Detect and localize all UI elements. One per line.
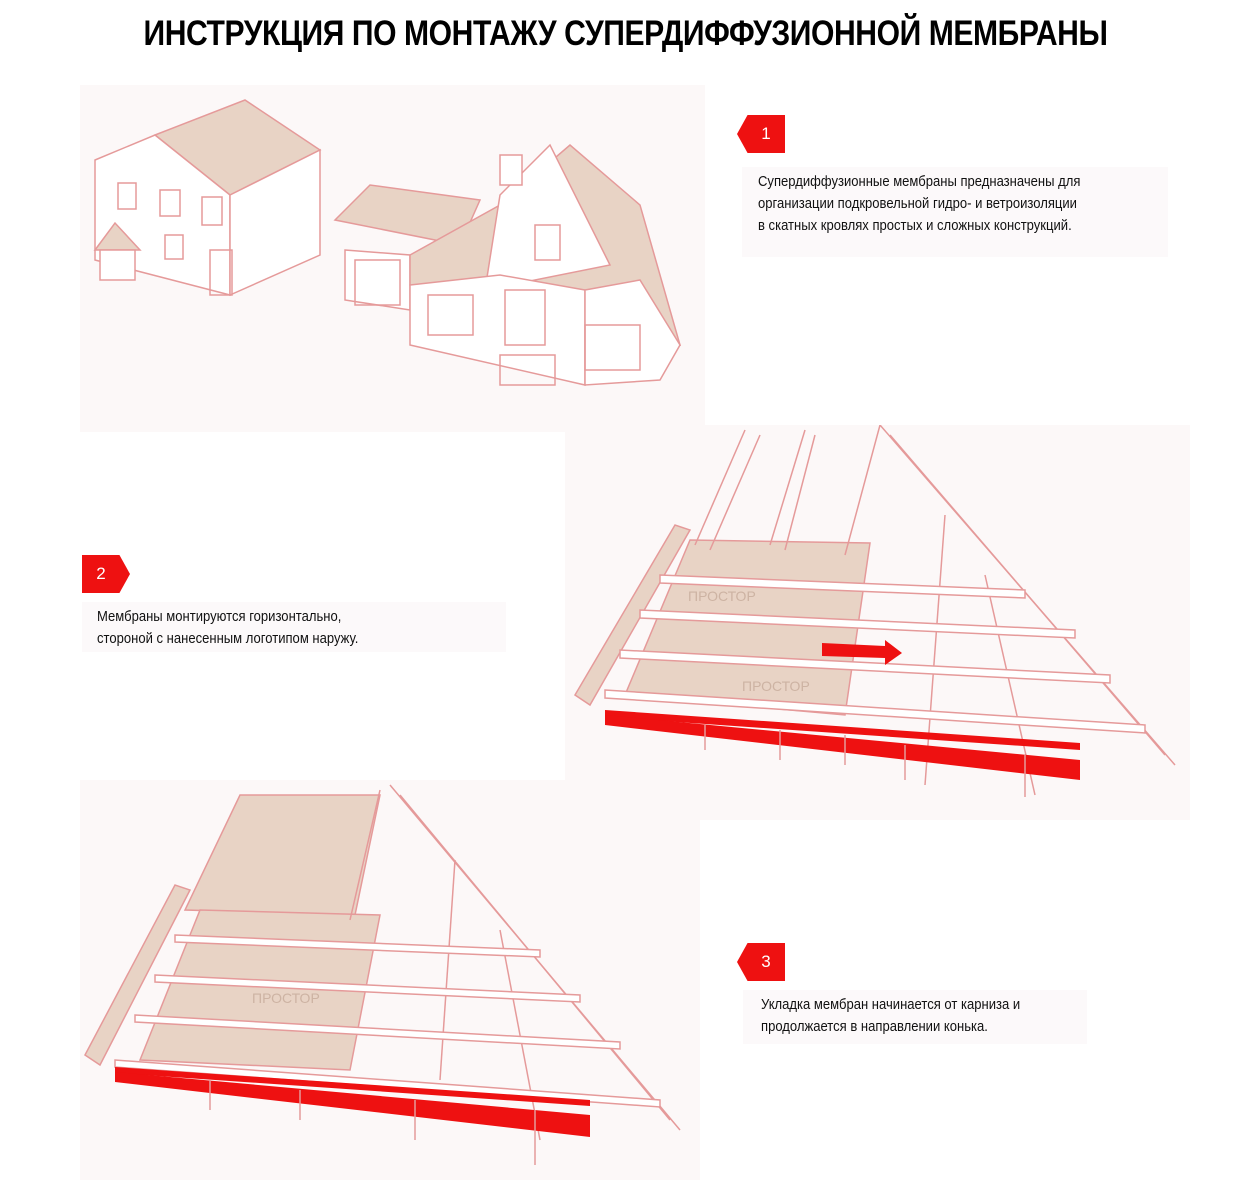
step-3-line: Укладка мембран начинается от карниза и xyxy=(761,997,1021,1013)
step-2-description: Мембраны монтируются горизонтально, стор… xyxy=(82,602,506,652)
step-1-line: в скатных кровлях простых и сложных конс… xyxy=(758,218,1072,234)
roof-install-illustration: ПРОСТОР ПРОСТОР xyxy=(565,425,1190,820)
membrane-logo: ПРОСТОР xyxy=(742,678,810,694)
roof-eave-to-ridge-illustration: ПРОСТОР xyxy=(80,780,700,1180)
step-3-description: Укладка мембран начинается от карниза и … xyxy=(743,990,1087,1044)
step-3-line: продолжается в направлении конька. xyxy=(761,1019,988,1035)
step-1-description: Супердиффузионные мембраны предназначены… xyxy=(742,167,1168,257)
step-1-line: Супердиффузионные мембраны предназначены… xyxy=(758,174,1081,190)
step-1-badge: 1 xyxy=(737,115,785,153)
membrane-logo: ПРОСТОР xyxy=(252,990,320,1006)
houses-illustration xyxy=(80,85,705,432)
page-title: ИНСТРУКЦИЯ ПО МОНТАЖУ СУПЕРДИФФУЗИОННОЙ … xyxy=(143,14,1108,53)
step-2-badge: 2 xyxy=(82,555,130,593)
step-1-line: организации подкровельной гидро- и ветро… xyxy=(758,196,1077,212)
step-2-line: Мембраны монтируются горизонтально, xyxy=(97,609,342,625)
membrane-logo: ПРОСТОР xyxy=(688,588,756,604)
step-3-badge: 3 xyxy=(737,943,785,981)
step-2-line: стороной с нанесенным логотипом наружу. xyxy=(97,631,359,647)
